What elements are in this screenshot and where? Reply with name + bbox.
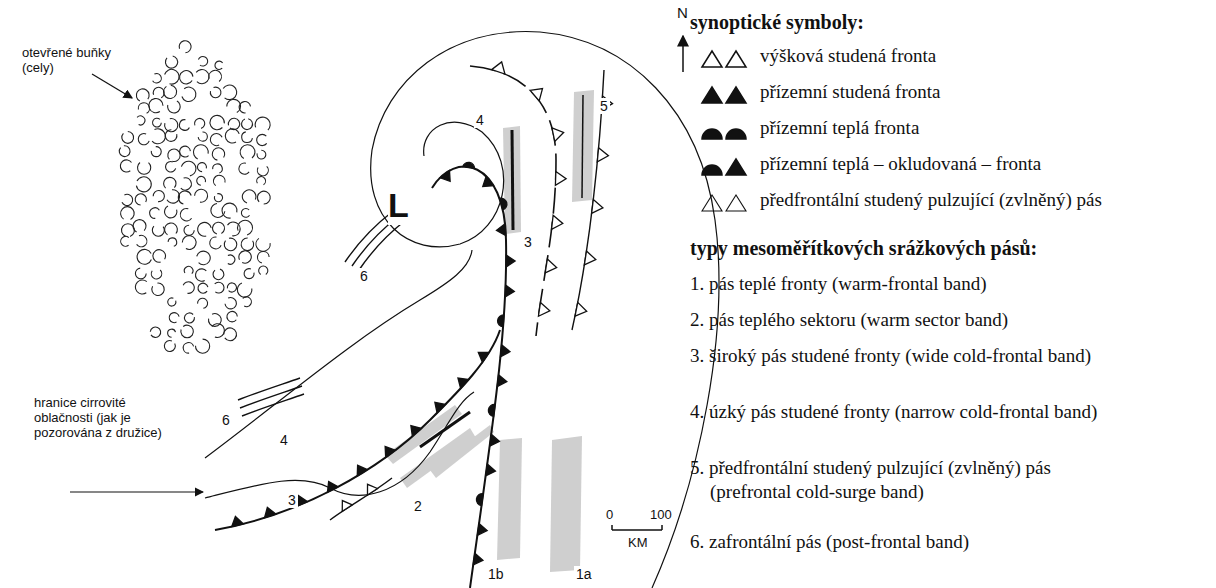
callout-number: 3: [286, 492, 298, 508]
front-symbols: [232, 62, 613, 565]
legend-text: předfrontální studený pulzující (zvlněný…: [760, 188, 1102, 212]
north-label: N: [677, 4, 688, 21]
precipitation-bands: [385, 90, 594, 572]
callout-number: 6: [358, 268, 370, 284]
legend-text: přízemní teplá fronta: [760, 116, 919, 140]
callout-number: 4: [474, 112, 486, 128]
note-label: hranice cirrovité oblačnosti (jak je poz…: [34, 396, 166, 441]
legend-text: přízemní teplá – okludovaná – fronta: [760, 152, 1041, 176]
callout-number: 2: [412, 498, 424, 514]
callout-number: 4: [278, 432, 290, 448]
band-type: 2. pás teplého sektoru (warm sector band…: [690, 308, 1150, 332]
note-label: otevřené buňky (cely): [22, 46, 114, 76]
scale-number: 0: [606, 508, 613, 523]
scale-bar: [612, 525, 662, 530]
band-type: 5. předfrontální studený pulzující (zvln…: [690, 456, 1130, 504]
open-cells: [119, 41, 270, 354]
legend-heading: synoptické symboly:: [690, 10, 864, 34]
legend-text: výšková studená fronta: [760, 44, 936, 68]
cirrus-boundary: [205, 32, 719, 588]
low-symbol: L: [388, 186, 409, 225]
band-type: 6. zafrontální pás (post-frontal band): [690, 530, 1150, 554]
band-type: 1. pás teplé fronty (warm-frontal band): [690, 272, 1150, 296]
scale-unit: KM: [628, 536, 648, 551]
leader-arrow: [92, 74, 132, 98]
leader-arrow: [70, 491, 203, 492]
scale-number: 100: [650, 508, 672, 523]
band-lines: [238, 95, 583, 447]
legend-symbols: [702, 51, 746, 211]
callout-number: 1b: [486, 566, 506, 582]
band-type: 3. široký pás studené fronty (wide cold-…: [690, 344, 1140, 368]
fronts: [215, 66, 604, 588]
legend-heading: typy mesoměřítkových srážkových pásů:: [690, 236, 1037, 260]
legend-text: přízemní studená fronta: [760, 80, 940, 104]
callout-number: 6: [220, 412, 232, 428]
north-arrow: [682, 36, 684, 72]
callout-number: 3: [522, 234, 534, 250]
callout-number: 5: [598, 98, 610, 114]
band-type: 4. úzký pás studené fronty (narrow cold-…: [690, 400, 1140, 424]
callout-number: 1a: [574, 566, 594, 582]
